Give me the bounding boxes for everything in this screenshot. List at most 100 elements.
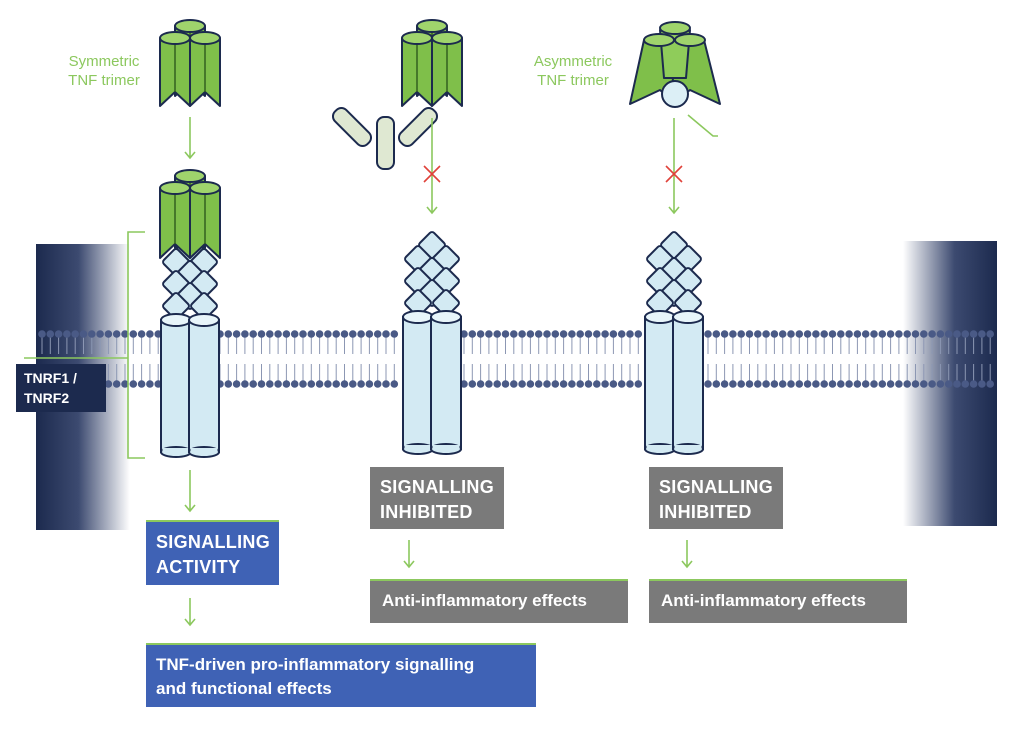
lipid-head bbox=[593, 330, 601, 338]
lipid-head bbox=[870, 330, 878, 338]
lipid-head bbox=[485, 380, 493, 388]
lipid-head bbox=[986, 330, 994, 338]
lipid-head bbox=[712, 380, 721, 388]
lipid-head bbox=[729, 330, 737, 338]
lipid-head bbox=[593, 380, 601, 388]
lipid-head bbox=[88, 330, 96, 338]
lipid-head bbox=[315, 330, 324, 338]
lipid-head bbox=[373, 330, 382, 338]
antibody-icon bbox=[331, 106, 439, 170]
lipid-head bbox=[485, 330, 493, 338]
arrow-antibody-blocked bbox=[426, 118, 438, 215]
lipid-head bbox=[969, 380, 978, 388]
lipid-head bbox=[79, 330, 88, 338]
lipid-head bbox=[146, 330, 154, 338]
lipid-head bbox=[332, 330, 341, 338]
lipid-head bbox=[257, 330, 266, 338]
lipid-head bbox=[559, 330, 568, 338]
lipid-head bbox=[944, 380, 953, 388]
lipid-head bbox=[340, 380, 349, 388]
lipid-head bbox=[961, 330, 970, 338]
receptor-domain bbox=[404, 289, 432, 317]
lipid-head bbox=[778, 380, 787, 388]
lipid-head bbox=[812, 380, 820, 388]
lipid-head bbox=[936, 330, 945, 338]
lipid-head bbox=[978, 380, 986, 388]
lipid-head bbox=[778, 330, 787, 338]
lipid-head bbox=[357, 380, 365, 388]
lipid-head bbox=[493, 330, 502, 338]
lipid-head bbox=[886, 380, 895, 388]
block-x-icon bbox=[423, 165, 441, 183]
lipid-head bbox=[609, 330, 618, 338]
lipid-head bbox=[241, 330, 249, 338]
lipid-head bbox=[543, 330, 551, 338]
lipid-head bbox=[762, 380, 770, 388]
lipid-head bbox=[38, 330, 46, 338]
lipid-head bbox=[911, 330, 920, 338]
lipid-head bbox=[315, 380, 324, 388]
lipid-head bbox=[720, 330, 729, 338]
lipid-head bbox=[112, 380, 121, 388]
lipid-head bbox=[626, 330, 634, 338]
lipid-head bbox=[534, 330, 543, 338]
lipid-head bbox=[121, 330, 129, 338]
lipid-head bbox=[617, 330, 626, 338]
lipid-head bbox=[501, 330, 510, 338]
lipid-head bbox=[837, 380, 845, 388]
lipid-head bbox=[137, 330, 146, 338]
lipid-head bbox=[861, 380, 870, 388]
lipid-head bbox=[944, 330, 953, 338]
lipid-head bbox=[224, 330, 233, 338]
arrow-trimer-to-receptor bbox=[184, 117, 196, 160]
lipid-head bbox=[501, 380, 510, 388]
lipid-head bbox=[257, 380, 266, 388]
lipid-head bbox=[584, 380, 593, 388]
receptor-icon bbox=[402, 231, 462, 455]
lipid-head bbox=[476, 330, 485, 338]
lipid-head bbox=[770, 380, 779, 388]
lipid-head bbox=[737, 380, 745, 388]
lipid-head bbox=[290, 380, 299, 388]
receptor-bracket bbox=[24, 231, 145, 459]
lipid-head bbox=[720, 380, 729, 388]
lipid-head bbox=[104, 380, 113, 388]
lipid-head bbox=[745, 330, 754, 338]
lipid-head bbox=[349, 330, 357, 338]
lipid-head bbox=[129, 380, 138, 388]
lipid-head bbox=[390, 330, 399, 338]
lipid-head bbox=[468, 380, 477, 388]
lipid-head bbox=[920, 330, 928, 338]
lipid-head bbox=[837, 330, 845, 338]
lipid-head bbox=[812, 330, 820, 338]
lipid-head bbox=[282, 380, 291, 388]
lipid-head bbox=[468, 330, 477, 338]
receptor-domain bbox=[162, 292, 190, 320]
lipid-head bbox=[365, 380, 374, 388]
lipid-head bbox=[634, 330, 643, 338]
lipid-head bbox=[609, 380, 618, 388]
lipid-head bbox=[266, 380, 274, 388]
lipid-head bbox=[704, 380, 712, 388]
lipid-head bbox=[861, 330, 870, 338]
lipid-head bbox=[820, 380, 828, 388]
lipid-head bbox=[493, 380, 502, 388]
lipid-head bbox=[820, 330, 828, 338]
lipid-head bbox=[71, 330, 79, 338]
lipid-head bbox=[920, 380, 928, 388]
lipid-head bbox=[324, 330, 332, 338]
lipid-head bbox=[853, 330, 862, 338]
receptor-domain bbox=[674, 289, 702, 317]
lipid-head bbox=[232, 330, 241, 338]
lipid-head bbox=[953, 380, 961, 388]
lipid-head bbox=[249, 380, 257, 388]
lipid-head bbox=[936, 380, 945, 388]
lipid-head bbox=[803, 380, 812, 388]
lipid-head bbox=[745, 380, 754, 388]
lipid-head bbox=[762, 330, 770, 338]
anti-inflammatory-box-2: Anti-inflammatory effects bbox=[649, 579, 907, 623]
lipid-head bbox=[878, 330, 887, 338]
lipid-head bbox=[870, 380, 878, 388]
lipid-head bbox=[576, 380, 584, 388]
